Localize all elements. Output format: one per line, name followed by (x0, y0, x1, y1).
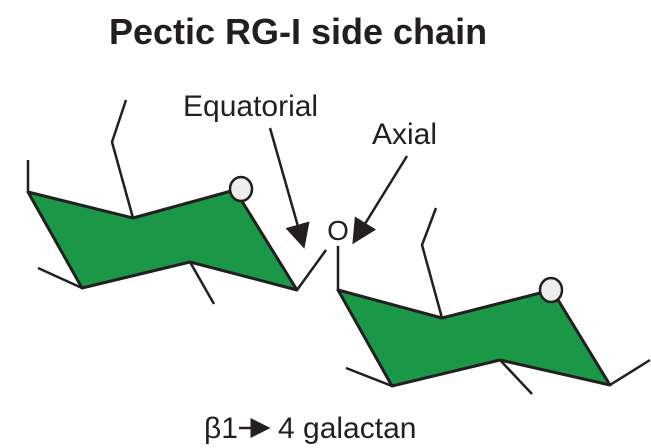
axial-label: Axial (372, 118, 437, 151)
right-ring-oxygen (538, 276, 564, 304)
axial-arrow (352, 155, 409, 245)
right-ring-face (336, 288, 612, 388)
caption-linkage-suffix: 4 galactan (278, 412, 416, 445)
left-ring-c6-bond (110, 99, 135, 219)
right-ring-lower-bond (499, 359, 533, 395)
left-ring-glycosidic-bond (295, 249, 328, 291)
left-ring-lower-bond (188, 261, 216, 305)
left-ring-face (26, 188, 299, 292)
equatorial-arrow (268, 127, 310, 249)
equatorial-label: Equatorial (183, 90, 318, 123)
diagram-title: Pectic RG-I side chain (109, 11, 487, 52)
right-ring-right-bond (609, 358, 651, 387)
left-ring-lower-left-bond (37, 266, 83, 290)
right-ring-lower-left-bond (345, 366, 393, 388)
right-ring-c6-bond (420, 207, 444, 319)
left-galactose-ring (26, 99, 328, 305)
right-galactose-ring (336, 207, 651, 395)
bridge-oxygen-label: O (327, 215, 349, 246)
caption-linkage-prefix: β1 (204, 412, 238, 445)
left-ring-oxygen (228, 175, 254, 203)
